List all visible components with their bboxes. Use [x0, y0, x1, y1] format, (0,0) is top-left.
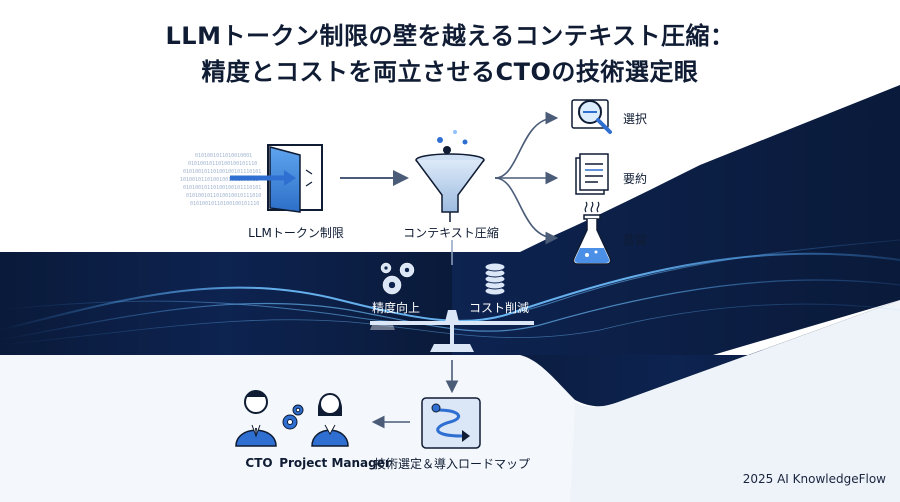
- glow-wave-4: [0, 303, 900, 346]
- binary-stream: 0101001011010010001 01010010110100100101…: [180, 153, 261, 207]
- svg-text:01010010110100100101110101: 01010010110100100101110101: [183, 185, 261, 191]
- svg-text:0101001011010010001: 0101001011010010001: [195, 153, 252, 159]
- selection-label: 選択: [623, 112, 648, 126]
- flask-icon: [572, 201, 612, 265]
- roadmap-label: 技術選定＆導入ロードマップ: [373, 457, 531, 471]
- white-lower-right: [570, 300, 900, 502]
- svg-text:10100101101001001011101011: 10100101101001001011101011: [180, 177, 258, 183]
- distillation-label: 蒸留: [623, 233, 648, 247]
- svg-text:01010010110100100101110: 01010010110100100101110: [188, 161, 257, 167]
- accuracy-up-label: 精度向上: [371, 301, 421, 315]
- summarization-label: 要約: [623, 172, 648, 186]
- svg-text:01010010110100100101110: 01010010110100100101110: [190, 201, 259, 207]
- gears-small-icon: [282, 404, 304, 430]
- title-line-2: 精度とコストを両立させるCTOの技術選定眼: [201, 58, 699, 86]
- navy-band-main: [0, 85, 900, 400]
- context-compression-label: コンテキスト圧縮: [403, 226, 499, 240]
- svg-text:01010010110100100101110101: 01010010110100100101110101: [183, 169, 261, 175]
- coins-icon: [484, 262, 506, 296]
- svg-text:0101001011010010010111010: 0101001011010010010111010: [186, 193, 261, 199]
- magnifier-icon: [571, 99, 612, 134]
- project-manager-label: Project Manager: [279, 456, 391, 470]
- navy-band-right-lower: [452, 300, 900, 407]
- funnel-icon: [415, 130, 485, 222]
- glow-wave-2: [0, 279, 900, 341]
- footer-credit: 2025 AI KnowledgeFlow: [742, 472, 886, 486]
- roadmap-icon: [421, 397, 481, 449]
- project-manager-avatar-icon: [311, 393, 349, 447]
- balance-icon: [370, 310, 534, 352]
- cto-label: CTO: [245, 456, 273, 470]
- door-icon: [230, 144, 323, 213]
- token-limit-label: LLMトークン制限: [248, 226, 344, 240]
- gears-icon: [380, 262, 415, 295]
- branch-arrows: [494, 111, 559, 245]
- cto-avatar-icon: [235, 390, 277, 447]
- cost-reduction-label: コスト削減: [468, 301, 530, 315]
- title-line-1: LLMトークン制限の壁を越えるコンテキスト圧縮：: [165, 22, 735, 50]
- document-icon: [575, 153, 609, 195]
